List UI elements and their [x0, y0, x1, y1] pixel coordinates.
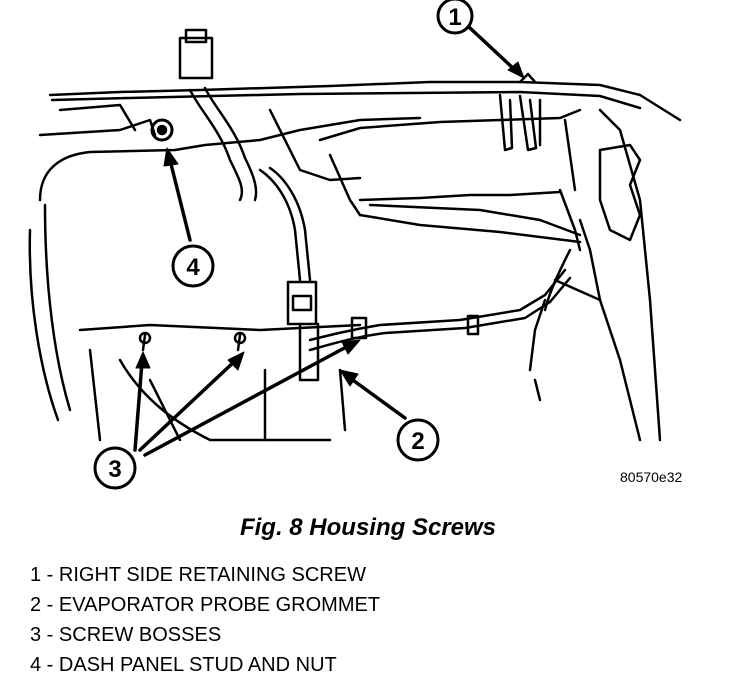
callout-legend: 1 - RIGHT SIDE RETAINING SCREW 2 - EVAPO… — [30, 560, 380, 680]
wire-harness — [178, 28, 572, 402]
leader-lines — [133, 26, 525, 457]
callout-4-badge: 4 — [171, 244, 215, 288]
right-side-panel — [543, 108, 662, 442]
callout-3-number: 3 — [108, 456, 121, 483]
stud-and-nut — [150, 118, 174, 142]
housing-illustration: 1 4 2 3 — [28, 0, 682, 490]
callout-3-badge: 3 — [93, 446, 137, 490]
screw-bosses — [138, 331, 247, 352]
legend-item: 3 - SCREW BOSSES — [30, 620, 380, 650]
legend-label: EVAPORATOR PROBE GROMMET — [58, 594, 381, 616]
legend-number: 2 — [30, 594, 42, 616]
callout-2-number: 2 — [411, 428, 424, 455]
figure-caption: Fig. 8 Housing Screws — [239, 514, 497, 541]
figure-code: 80570e32 — [620, 469, 683, 485]
legend-number: 1 — [30, 564, 42, 586]
retaining-screw — [518, 72, 537, 84]
duct-assembly — [268, 93, 582, 252]
callout-2-badge: 2 — [396, 418, 440, 462]
legend-number: 4 — [30, 654, 42, 676]
legend-item: 1 - RIGHT SIDE RETAINING SCREW — [30, 560, 380, 590]
legend-separator: - — [41, 594, 59, 616]
legend-number: 3 — [30, 624, 42, 646]
legend-label: SCREW BOSSES — [58, 624, 222, 646]
callout-1-number: 1 — [448, 4, 461, 31]
dash-panel — [38, 80, 682, 137]
legend-item: 2 - EVAPORATOR PROBE GROMMET — [30, 590, 380, 620]
callout-1-badge: 1 — [436, 0, 474, 35]
legend-item: 4 - DASH PANEL STUD AND NUT — [30, 650, 380, 680]
legend-label: DASH PANEL STUD AND NUT — [58, 654, 337, 676]
legend-separator: - — [41, 654, 59, 676]
legend-label: RIGHT SIDE RETAINING SCREW — [58, 564, 366, 586]
legend-separator: - — [41, 624, 59, 646]
housing-body — [28, 116, 422, 442]
legend-separator: - — [41, 564, 59, 586]
callout-4-number: 4 — [186, 254, 200, 281]
